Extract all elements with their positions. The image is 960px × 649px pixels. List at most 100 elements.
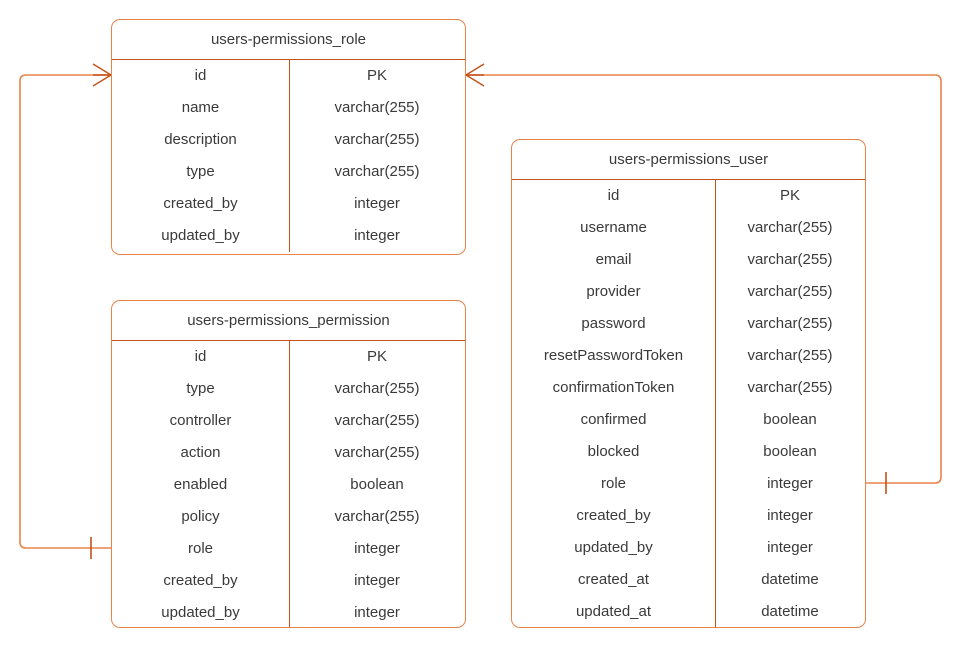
field-row[interactable]: confirmationToken varchar(255) [512, 372, 865, 404]
field-name: enabled [173, 476, 228, 493]
field-row[interactable]: type varchar(255) [112, 373, 465, 405]
field-row[interactable]: policy varchar(255) [112, 501, 465, 533]
field-row[interactable]: password varchar(255) [512, 308, 865, 340]
field-type: varchar(255) [747, 379, 833, 396]
field-type: boolean [350, 476, 404, 493]
field-type: varchar(255) [747, 315, 833, 332]
field-row[interactable]: id PK [112, 60, 465, 92]
field-name: updated_at [575, 603, 652, 620]
crowsfoot-many-marker [92, 63, 112, 87]
field-name: controller [169, 412, 232, 429]
field-name: role [187, 540, 213, 557]
field-name: action [180, 444, 221, 461]
field-row[interactable]: updated_by integer [112, 220, 465, 252]
field-row[interactable]: provider varchar(255) [512, 276, 865, 308]
field-name: id [194, 348, 207, 365]
field-type: integer [354, 227, 400, 244]
field-type: boolean [763, 411, 817, 428]
field-name: policy [181, 508, 220, 525]
field-row[interactable]: email varchar(255) [512, 244, 865, 276]
field-name: type [186, 380, 215, 397]
field-row[interactable]: enabled boolean [112, 469, 465, 501]
field-name: created_at [578, 571, 649, 588]
field-row[interactable]: controller varchar(255) [112, 405, 465, 437]
field-type: varchar(255) [334, 380, 420, 397]
field-row[interactable]: created_by integer [112, 188, 465, 220]
field-row[interactable]: type varchar(255) [112, 156, 465, 188]
field-row[interactable]: resetPasswordToken varchar(255) [512, 340, 865, 372]
entity-title-permission: users-permissions_permission [187, 312, 390, 329]
field-name: description [164, 131, 237, 148]
field-name: updated_by [161, 604, 240, 621]
field-name: id [194, 67, 207, 84]
field-name: created_by [576, 507, 651, 524]
field-name: name [181, 99, 220, 116]
field-row[interactable]: blocked boolean [512, 436, 865, 468]
field-type: varchar(255) [334, 508, 420, 525]
field-name: created_by [163, 195, 238, 212]
field-name: blocked [587, 443, 640, 460]
field-row[interactable]: confirmed boolean [512, 404, 865, 436]
field-name: confirmationToken [552, 379, 675, 396]
column-divider [289, 341, 290, 627]
field-type: datetime [761, 571, 819, 588]
field-row[interactable]: created_by integer [112, 565, 465, 597]
field-name: password [581, 315, 646, 332]
field-row[interactable]: id PK [512, 180, 865, 212]
field-type: varchar(255) [334, 444, 420, 461]
field-type: varchar(255) [747, 283, 833, 300]
field-type: varchar(255) [334, 412, 420, 429]
entity-title-role: users-permissions_role [210, 31, 367, 48]
relationship-role-to-permission[interactable] [19, 63, 112, 559]
entity-title-user: users-permissions_user [608, 151, 769, 168]
field-type: varchar(255) [334, 163, 420, 180]
field-row[interactable]: updated_by integer [512, 532, 865, 564]
field-name: created_by [163, 572, 238, 589]
field-row[interactable]: description varchar(255) [112, 124, 465, 156]
field-row[interactable]: name varchar(255) [112, 92, 465, 124]
field-name: updated_by [574, 539, 653, 556]
field-type: integer [767, 475, 813, 492]
field-type: integer [354, 572, 400, 589]
field-type: varchar(255) [334, 99, 420, 116]
field-name: updated_by [161, 227, 240, 244]
field-type: PK [366, 348, 387, 365]
column-divider [289, 60, 290, 252]
field-row[interactable]: created_at datetime [512, 564, 865, 596]
field-name: confirmed [580, 411, 647, 428]
field-row[interactable]: updated_by integer [112, 597, 465, 627]
field-row[interactable]: role integer [112, 533, 465, 565]
field-type: datetime [761, 603, 819, 620]
field-name: email [595, 251, 632, 268]
field-type: boolean [763, 443, 817, 460]
crowsfoot-many-marker [465, 63, 485, 87]
relationship-line [19, 74, 111, 549]
field-row[interactable]: action varchar(255) [112, 437, 465, 469]
field-type: varchar(255) [747, 219, 833, 236]
field-type: integer [767, 539, 813, 556]
field-row[interactable]: updated_at datetime [512, 596, 865, 627]
field-name: type [186, 163, 215, 180]
field-type: integer [354, 604, 400, 621]
field-name: resetPasswordToken [543, 347, 684, 364]
field-name: provider [586, 283, 641, 300]
field-type: PK [779, 187, 800, 204]
entity-fields-permission: id PK type varchar(255) controller varchar(25… [112, 340, 465, 627]
field-name: role [600, 475, 626, 492]
field-type: varchar(255) [334, 131, 420, 148]
field-row[interactable]: role integer [512, 468, 865, 500]
field-type: varchar(255) [747, 347, 833, 364]
field-type: varchar(255) [747, 251, 833, 268]
field-name: id [607, 187, 620, 204]
field-type: PK [366, 67, 387, 84]
field-row[interactable]: id PK [112, 341, 465, 373]
field-type: integer [354, 540, 400, 557]
field-type: integer [354, 195, 400, 212]
